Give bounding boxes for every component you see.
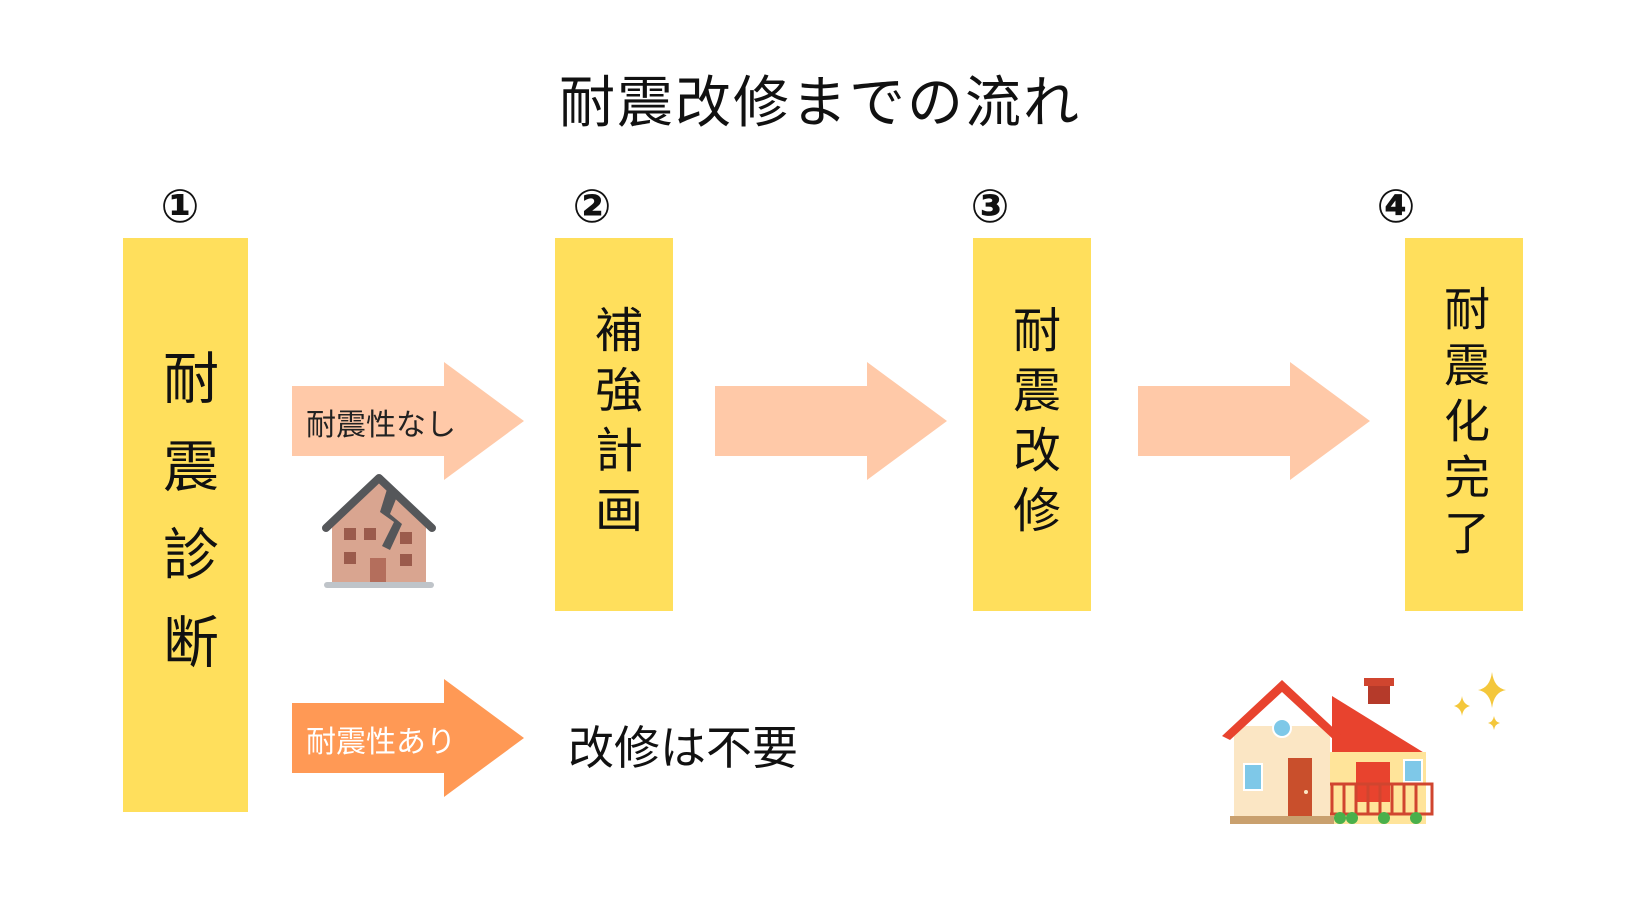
- step-4-number: ④: [1376, 179, 1416, 233]
- sparkle-icon: [1448, 672, 1512, 734]
- step-3-label: 耐震改修: [1004, 304, 1060, 545]
- no-resistance-label: 耐震性なし: [306, 408, 456, 443]
- arrow-retrofit-to-complete: [1138, 362, 1370, 480]
- step-3-number: ③: [970, 179, 1010, 233]
- arrow-plan-to-retrofit: [715, 362, 947, 480]
- step-1-box: 耐震診断: [123, 238, 248, 812]
- step-3-box: 耐震改修: [973, 238, 1091, 611]
- step-1-label: 耐震診断: [153, 349, 219, 701]
- has-resistance-arrow: 耐震性あり: [292, 679, 524, 797]
- page-title: 耐震改修までの流れ: [559, 71, 1081, 136]
- step-4-box: 耐震化完了: [1405, 238, 1523, 611]
- step-2-label: 補強計画: [586, 304, 642, 545]
- no-retrofit-needed-text: 改修は不要: [568, 721, 798, 775]
- step-2-number: ②: [572, 179, 612, 233]
- new-house-icon: [1220, 672, 1442, 824]
- step-4-label: 耐震化完了: [1437, 284, 1491, 565]
- no-resistance-arrow: 耐震性なし: [292, 362, 524, 480]
- has-resistance-label: 耐震性あり: [306, 725, 456, 760]
- step-2-box: 補強計画: [555, 238, 673, 611]
- damaged-house-icon: [322, 472, 436, 592]
- step-1-number: ①: [160, 179, 200, 233]
